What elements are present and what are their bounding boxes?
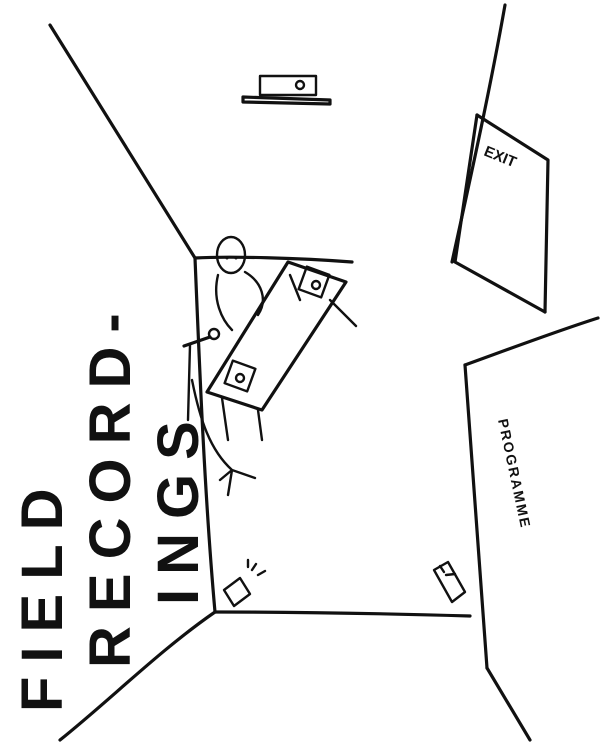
table	[205, 260, 358, 442]
floor-speaker-right	[432, 560, 467, 604]
ceiling-lamp	[241, 74, 332, 106]
title-line-3: INGS	[146, 407, 211, 605]
exit-door: EXIT	[453, 113, 550, 314]
title-line-1: FIELD	[10, 474, 75, 712]
person-figure	[215, 235, 264, 332]
room-lines	[48, 3, 600, 742]
title-line-2: RECORD-	[78, 299, 143, 668]
exit-sign: EXIT	[482, 143, 519, 171]
programme-sign: PROGRAMME	[495, 417, 534, 530]
poster-title: FIELD RECORD- INGS	[10, 299, 211, 712]
microphone-stand	[182, 327, 257, 497]
floor-speaker-left	[222, 558, 267, 608]
